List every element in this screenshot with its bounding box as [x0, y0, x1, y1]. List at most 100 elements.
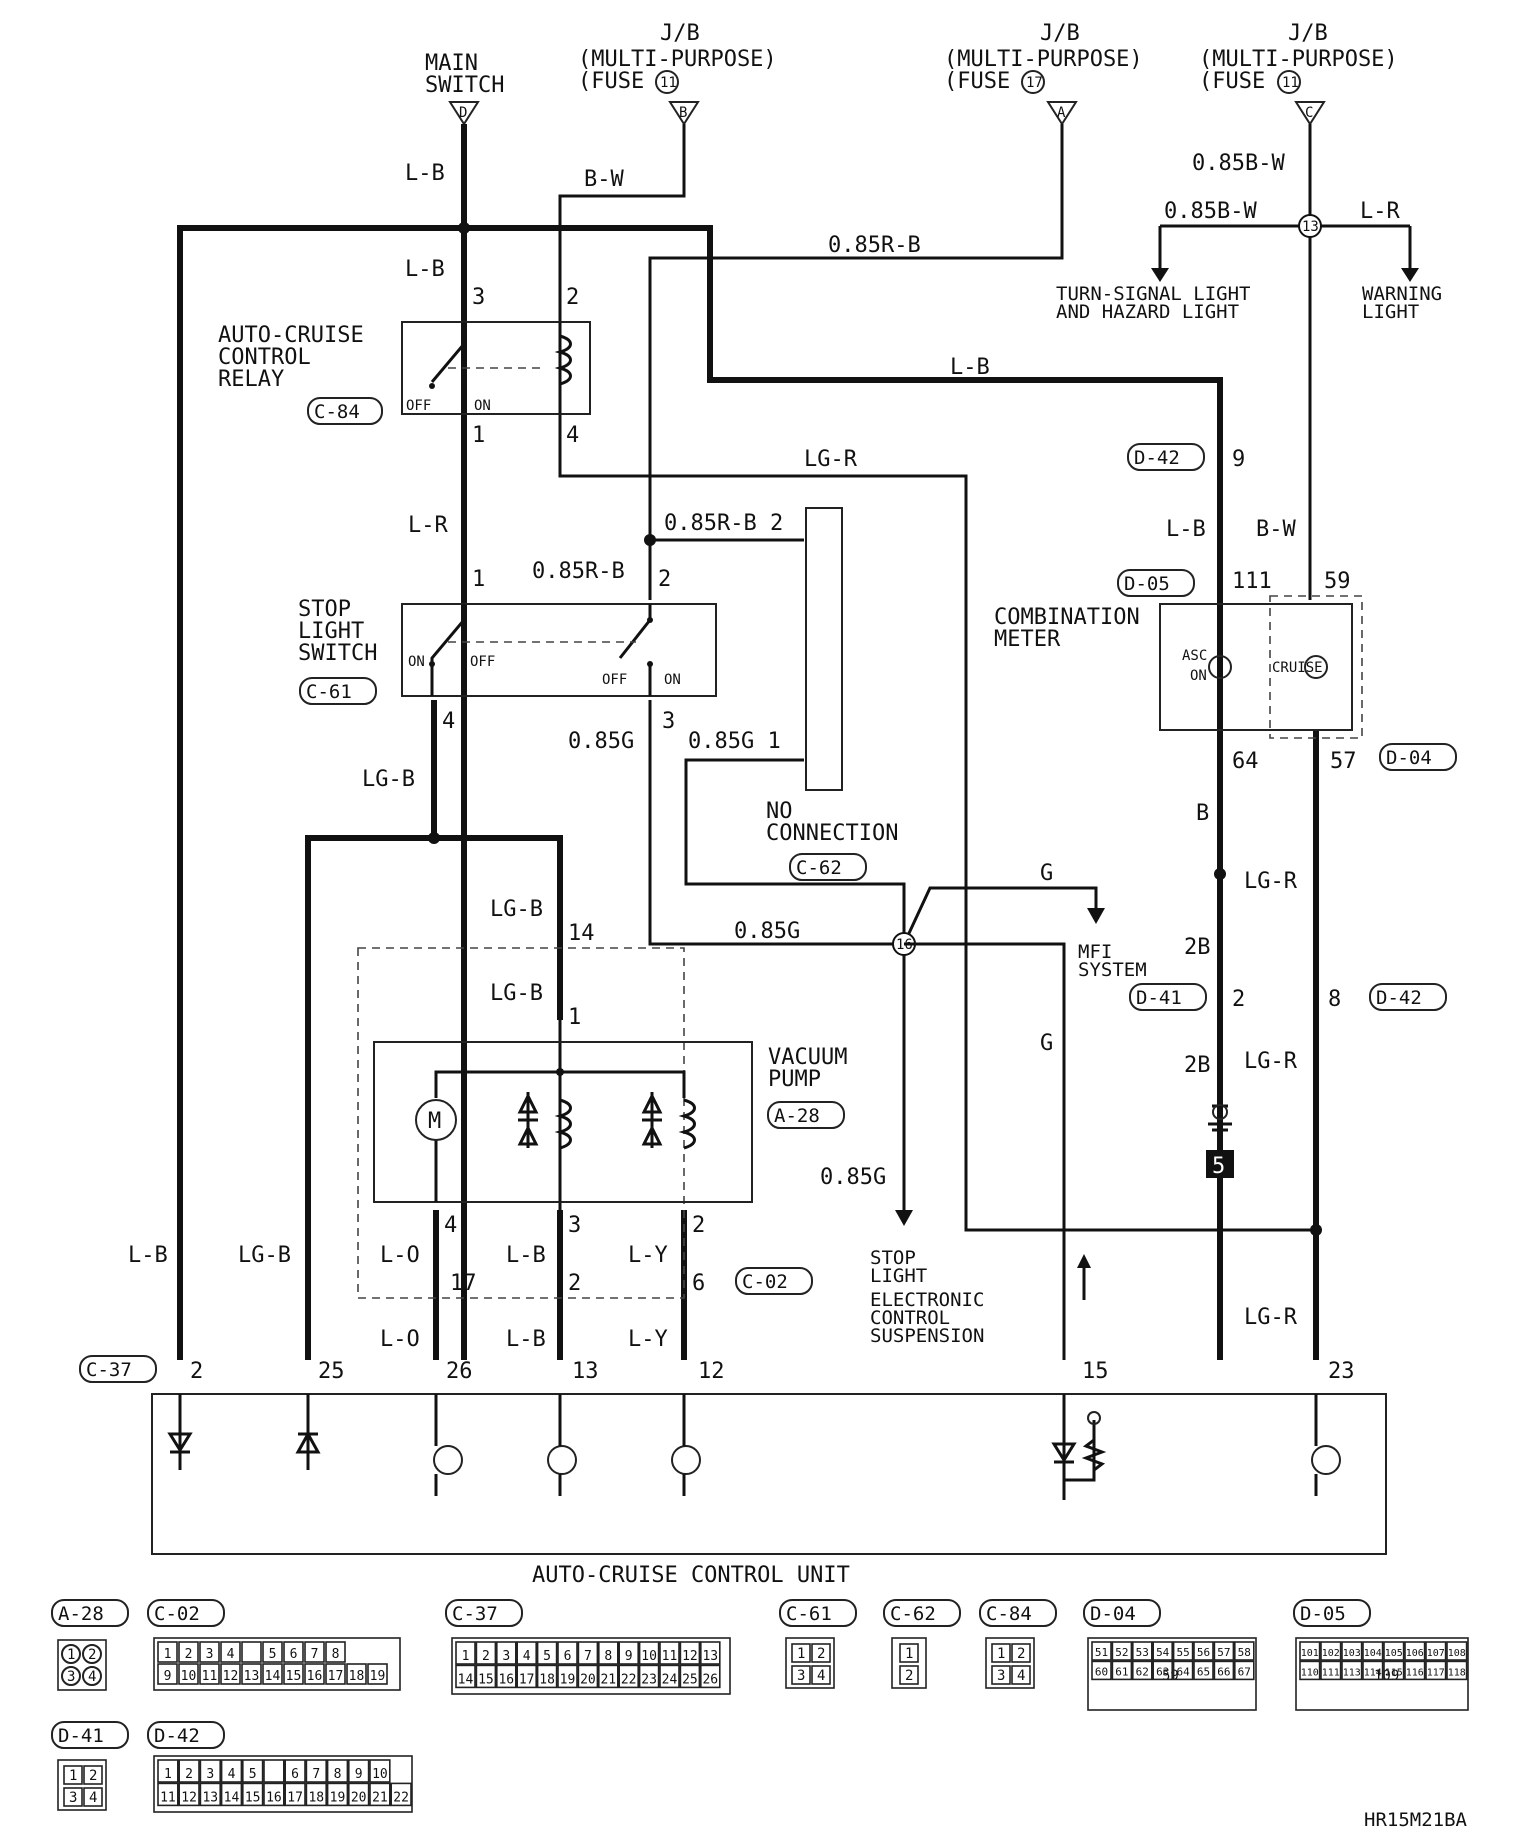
connector-cell	[1341, 1660, 1363, 1681]
no-connection-c62: NO CONNECTION C-62	[766, 507, 898, 881]
connector-cell	[263, 1759, 285, 1783]
svg-text:23: 23	[1328, 1359, 1355, 1384]
svg-text:CRUISE: CRUISE	[1272, 660, 1323, 676]
svg-text:14: 14	[568, 921, 595, 946]
connector-cell	[1091, 1660, 1112, 1681]
connector-cell-label: 1	[164, 1767, 172, 1782]
svg-text:LG-R: LG-R	[1244, 869, 1298, 894]
connector-cell	[1299, 1641, 1321, 1661]
svg-text:57: 57	[1330, 749, 1357, 774]
svg-text:64: 64	[1232, 749, 1259, 774]
svg-text:3: 3	[568, 1213, 581, 1238]
svg-text:TURN-SIGNAL LIGHT: TURN-SIGNAL LIGHT	[1056, 283, 1250, 305]
svg-text:1: 1	[905, 1646, 913, 1662]
svg-text:0.85G 1: 0.85G 1	[688, 729, 781, 754]
svg-text:SWITCH: SWITCH	[298, 641, 377, 666]
svg-text:3: 3	[69, 1790, 77, 1806]
svg-text:C-02: C-02	[742, 1271, 788, 1293]
svg-text:D-42: D-42	[154, 1725, 200, 1747]
connector-cell	[475, 1641, 497, 1665]
connector-cell-label: 4	[228, 1767, 236, 1782]
connector-cell-label: 1	[164, 1647, 172, 1662]
svg-text:2: 2	[692, 1213, 705, 1238]
svg-text:LG-R: LG-R	[1244, 1305, 1298, 1330]
connector-cell	[1320, 1660, 1342, 1681]
connector-cell	[577, 1664, 599, 1689]
connector-cell-label: 104	[1364, 1648, 1382, 1659]
connector-cell	[369, 1782, 391, 1807]
connector-cell-label: 10	[372, 1767, 388, 1782]
connector-cell-label: 12	[181, 1790, 197, 1805]
svg-text:0.85B-W: 0.85B-W	[1164, 199, 1257, 224]
svg-text:NO: NO	[766, 799, 793, 824]
connector-cell-label: 115	[1385, 1667, 1403, 1678]
connector-cell	[475, 1664, 497, 1689]
connector-cell-label: 16	[266, 1790, 282, 1805]
svg-text:C-84: C-84	[314, 401, 360, 423]
connector-cell	[305, 1759, 327, 1783]
connector-cell-label: 103	[1343, 1648, 1361, 1659]
connector-cell	[1152, 1660, 1173, 1681]
connector-cell-label: 57	[1217, 1646, 1230, 1659]
svg-text:L-B: L-B	[405, 257, 445, 282]
svg-text:4: 4	[442, 709, 455, 734]
svg-text:1: 1	[472, 567, 485, 592]
svg-text:13: 13	[1302, 219, 1319, 235]
svg-text:L-B: L-B	[506, 1243, 546, 1268]
svg-text:2: 2	[88, 1647, 96, 1663]
connector-cell	[157, 1663, 178, 1685]
svg-text:1: 1	[472, 423, 485, 448]
svg-text:COMBINATION: COMBINATION	[994, 605, 1140, 630]
svg-text:3: 3	[997, 1668, 1005, 1684]
svg-text:11: 11	[1282, 75, 1299, 91]
connector-cell-label: 7	[311, 1647, 319, 1662]
svg-text:MFI: MFI	[1078, 941, 1112, 963]
connector-cell-label: 118	[1448, 1667, 1466, 1678]
drawing-code: HR15M21BA	[1364, 1809, 1468, 1831]
connector-cell-label: 116	[1406, 1667, 1424, 1678]
svg-text:1: 1	[67, 1647, 75, 1663]
svg-text:C-62: C-62	[890, 1603, 936, 1625]
svg-text:D-41: D-41	[1136, 987, 1182, 1009]
svg-text:(MULTI-PURPOSE): (MULTI-PURPOSE)	[1199, 47, 1398, 72]
svg-text:3: 3	[662, 709, 675, 734]
connector-cell-label: 17	[328, 1669, 344, 1684]
connector-cell	[305, 1782, 327, 1807]
connector-cell	[1111, 1641, 1133, 1661]
connector-cell-label: 2	[482, 1649, 490, 1664]
svg-text:LG-B: LG-B	[238, 1243, 291, 1268]
connector-cell-label: 25	[682, 1672, 698, 1687]
connector-cell-label: 15	[478, 1672, 494, 1687]
connector-cell-label: 3	[206, 1767, 214, 1782]
svg-text:2: 2	[1232, 987, 1245, 1012]
svg-text:4: 4	[566, 423, 579, 448]
svg-text:L-O: L-O	[380, 1243, 420, 1268]
connector-cell-label: 117	[1427, 1667, 1445, 1678]
connector-c62: C-62 1 2	[883, 1599, 961, 1689]
connector-cell	[1193, 1660, 1214, 1681]
connector-cell	[1404, 1660, 1426, 1681]
svg-text:L-Y: L-Y	[628, 1243, 668, 1268]
connector-cell	[1132, 1660, 1153, 1681]
svg-text:2: 2	[89, 1768, 97, 1784]
connector-cell	[699, 1641, 721, 1665]
svg-text:D-41: D-41	[58, 1725, 104, 1747]
svg-text:D-42: D-42	[1376, 987, 1422, 1009]
connector-cell	[1362, 1660, 1384, 1681]
connector-cell-label: 16	[307, 1669, 323, 1684]
connector-cell	[1404, 1641, 1426, 1661]
svg-text:1: 1	[69, 1768, 77, 1784]
connector-cell	[1383, 1641, 1405, 1661]
connector-cell-label: 107	[1427, 1648, 1445, 1659]
svg-text:3: 3	[67, 1669, 75, 1685]
svg-text:0.85B-W: 0.85B-W	[1192, 151, 1285, 176]
connector-cell-label: 10	[181, 1669, 197, 1684]
connector-cell	[1446, 1660, 1468, 1681]
connector-cell	[178, 1641, 199, 1663]
svg-text:C-61: C-61	[306, 681, 352, 703]
connector-cell	[557, 1641, 578, 1665]
connector-cell	[390, 1782, 412, 1807]
svg-text:1: 1	[568, 1005, 581, 1030]
